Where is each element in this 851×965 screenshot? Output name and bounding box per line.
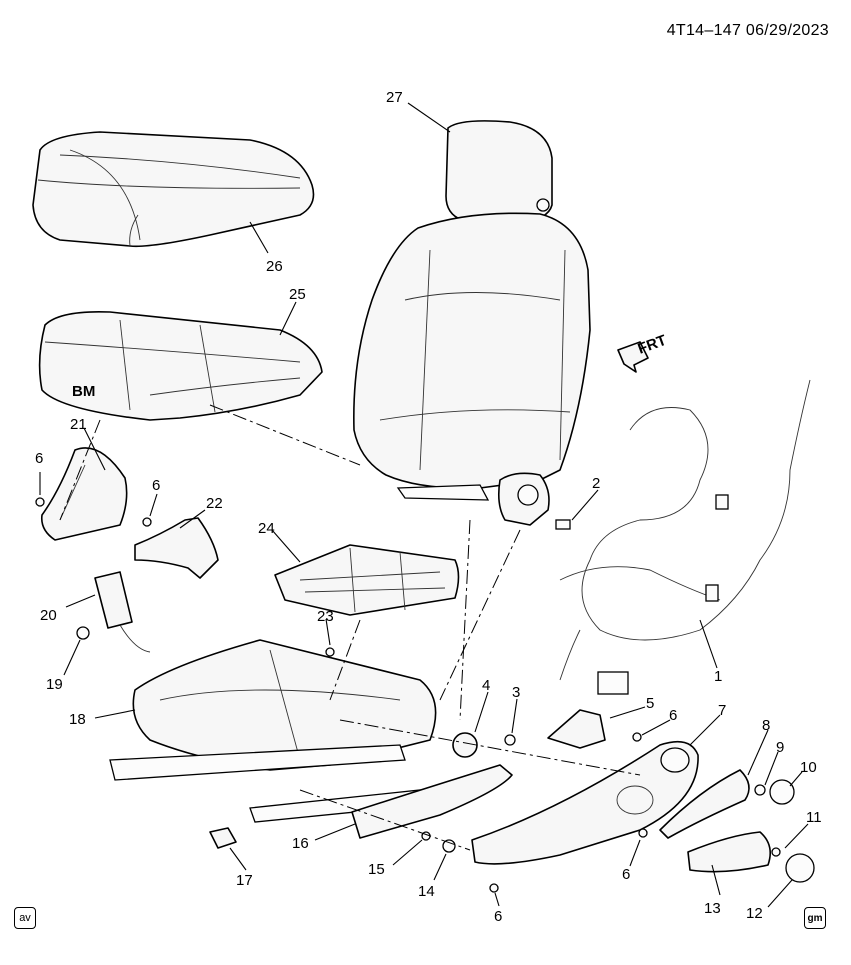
callout-19: 19 bbox=[46, 676, 63, 693]
alignment-lines bbox=[59, 404, 641, 851]
part-22-trim bbox=[134, 517, 219, 579]
callout-5: 5 bbox=[646, 695, 654, 712]
part-26-cushion-cover bbox=[32, 131, 315, 248]
callout-15: 15 bbox=[368, 861, 385, 878]
callout-27: 27 bbox=[386, 89, 403, 106]
callout-26: 26 bbox=[266, 258, 283, 275]
callout-21: 21 bbox=[70, 416, 87, 433]
callout-11: 11 bbox=[806, 809, 822, 826]
av-badge: av bbox=[14, 907, 36, 929]
diagram-reference-id: 4T14–147 06/29/2023 bbox=[666, 22, 829, 39]
callout-4: 4 bbox=[482, 677, 490, 694]
part-2-recliner-mechanism bbox=[498, 472, 571, 530]
part-7-side-shield bbox=[471, 740, 699, 865]
callout-6-d: 6 bbox=[622, 866, 630, 883]
callout-13: 13 bbox=[704, 900, 721, 917]
leader-lines bbox=[39, 102, 809, 908]
front-direction-arrow: FRT bbox=[617, 332, 669, 373]
fasteners bbox=[35, 497, 648, 893]
callout-9: 9 bbox=[776, 739, 784, 756]
callout-7: 7 bbox=[718, 702, 726, 719]
callout-24: 24 bbox=[258, 520, 275, 537]
gm-logo-badge: gm bbox=[804, 907, 826, 929]
callout-6-b: 6 bbox=[152, 477, 160, 494]
callout-1: 1 bbox=[714, 668, 722, 685]
callout-6-c: 6 bbox=[669, 707, 677, 724]
callout-20: 20 bbox=[40, 607, 57, 624]
callout-12: 12 bbox=[746, 905, 763, 922]
part-25-cushion-pad: BM bbox=[38, 310, 323, 421]
callout-14: 14 bbox=[418, 883, 435, 900]
callout-6-a: 6 bbox=[35, 450, 43, 467]
callout-3: 3 bbox=[512, 684, 520, 701]
callout-25: 25 bbox=[289, 286, 306, 303]
part-21-bracket bbox=[40, 447, 128, 541]
part-24-suspension-mat bbox=[274, 544, 460, 616]
part-16-lower-trim bbox=[351, 764, 513, 839]
callout-6-e: 6 bbox=[494, 908, 502, 925]
callout-8: 8 bbox=[762, 717, 770, 734]
part-18-seat-frame bbox=[109, 639, 437, 849]
callout-16: 16 bbox=[292, 835, 309, 852]
part-4-motor bbox=[452, 709, 606, 758]
callout-22: 22 bbox=[206, 495, 223, 512]
part-20-buckle bbox=[76, 571, 151, 653]
front-arrow-label: FRT bbox=[636, 332, 669, 358]
callout-23: 23 bbox=[317, 608, 334, 625]
part-13-handle bbox=[687, 831, 815, 883]
part-8-handle bbox=[659, 769, 795, 839]
cushion-marking-text: BM bbox=[72, 383, 95, 400]
callout-2: 2 bbox=[592, 475, 600, 492]
part-27-seat-back bbox=[353, 120, 591, 501]
part-1-wiring-harness bbox=[559, 379, 811, 695]
callout-17: 17 bbox=[236, 872, 253, 889]
callout-18: 18 bbox=[69, 711, 86, 728]
callout-10: 10 bbox=[800, 759, 817, 776]
callout-labels: 27 26 25 21 6 6 22 2 24 20 23 19 1 18 4 … bbox=[35, 89, 822, 925]
